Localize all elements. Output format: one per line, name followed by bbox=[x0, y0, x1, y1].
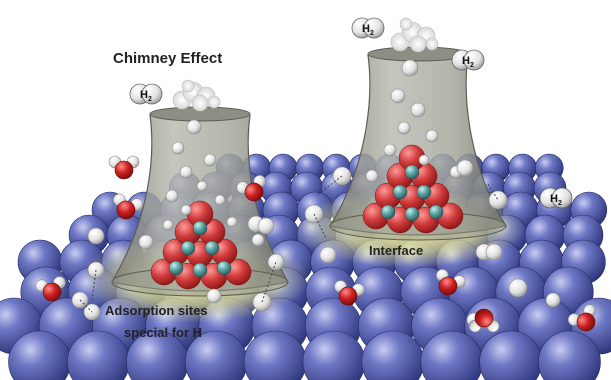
hydrogen-atom bbox=[485, 243, 503, 261]
hydrogen-atom bbox=[180, 204, 192, 216]
h2-label: H2 bbox=[362, 23, 374, 37]
hydrogen-atom bbox=[383, 143, 397, 157]
hydrogen-atom bbox=[425, 129, 439, 143]
cluster-atom-teal bbox=[416, 184, 432, 200]
cluster-atom-teal bbox=[404, 164, 420, 180]
steam-icon bbox=[172, 79, 221, 112]
cluster-atom-teal bbox=[168, 260, 184, 276]
h2-label: H2 bbox=[462, 55, 474, 69]
hydrogen-atom bbox=[397, 121, 411, 135]
water-molecules bbox=[35, 155, 597, 333]
dotted-bond bbox=[261, 261, 277, 303]
water-molecule-icon bbox=[108, 155, 140, 180]
steam-right bbox=[390, 17, 439, 53]
cluster-atom-teal bbox=[428, 204, 444, 220]
catalyst-clusters bbox=[150, 144, 464, 290]
hydrogen-atom bbox=[214, 194, 226, 206]
cluster-atom-teal bbox=[404, 206, 420, 222]
hydrogen-atom bbox=[206, 288, 222, 304]
hydrogen-atom bbox=[179, 165, 193, 179]
cluster-atom-teal bbox=[216, 260, 232, 276]
hydrogen-atom bbox=[138, 234, 154, 250]
hydrogen-atom bbox=[418, 154, 430, 166]
hydrogen-atom bbox=[162, 219, 174, 231]
hydrogen-atom bbox=[390, 88, 406, 104]
hydrogen-atom bbox=[196, 180, 208, 192]
dotted-bond bbox=[487, 183, 499, 201]
steam-left bbox=[172, 79, 221, 112]
h2-molecule-icon: H2 bbox=[351, 17, 385, 39]
hydrogen-atom bbox=[186, 119, 202, 135]
cluster-atom-teal bbox=[180, 240, 196, 256]
hydrogen-atom bbox=[410, 102, 426, 118]
hydrogen-atom bbox=[203, 153, 217, 167]
water-molecule-icon bbox=[334, 280, 365, 306]
hydrogen-atom bbox=[171, 141, 185, 155]
h2-label: H2 bbox=[550, 193, 562, 207]
hydrogen-atom bbox=[456, 159, 474, 177]
cluster-atom-teal bbox=[192, 220, 208, 236]
h2-molecule-icon: H2 bbox=[129, 83, 163, 105]
cluster-atom-teal bbox=[192, 262, 208, 278]
dotted-bond bbox=[79, 299, 93, 313]
dotted-bond bbox=[315, 175, 343, 197]
hydrogen-atom bbox=[365, 169, 379, 183]
hydrogen-atom bbox=[251, 233, 265, 247]
cluster-atom-teal bbox=[204, 240, 220, 256]
h2-molecule-icon: H2 bbox=[539, 187, 573, 209]
h2-label: H2 bbox=[140, 89, 152, 103]
surface-atom bbox=[538, 330, 601, 380]
hydrogen-atom bbox=[87, 227, 105, 245]
hydrogen-atom bbox=[165, 189, 179, 203]
water-molecule-icon bbox=[567, 304, 597, 332]
cluster-atom-teal bbox=[380, 204, 396, 220]
water-molecule-icon bbox=[468, 308, 500, 333]
hydrogen-atom bbox=[226, 216, 238, 228]
dotted-bond bbox=[313, 213, 327, 239]
hydrogen-atom bbox=[488, 190, 508, 210]
hydrogen-atom bbox=[401, 59, 419, 77]
hydrogen-atom bbox=[545, 292, 561, 308]
interface-label: Interface bbox=[369, 243, 423, 258]
chimney-effect-label: Chimney Effect bbox=[113, 50, 222, 67]
hydrogen-atom bbox=[508, 278, 528, 298]
cluster-atom-teal bbox=[392, 184, 408, 200]
hydrogen-atom bbox=[319, 246, 337, 264]
h2-molecule-icon: H2 bbox=[451, 49, 485, 71]
water-molecule-icon bbox=[236, 175, 267, 202]
water-molecule-icon bbox=[113, 193, 144, 220]
adsorption-label-line2: special for H bbox=[124, 325, 202, 340]
hydrogen-atom bbox=[267, 253, 285, 271]
dotted-bond bbox=[91, 269, 97, 301]
hydrogen-atom bbox=[257, 217, 275, 235]
adsorption-label-line1: Adsorption sites bbox=[105, 303, 208, 318]
water-molecule-icon bbox=[435, 269, 466, 296]
steam-icon bbox=[390, 17, 439, 53]
water-molecule-icon bbox=[35, 276, 66, 302]
